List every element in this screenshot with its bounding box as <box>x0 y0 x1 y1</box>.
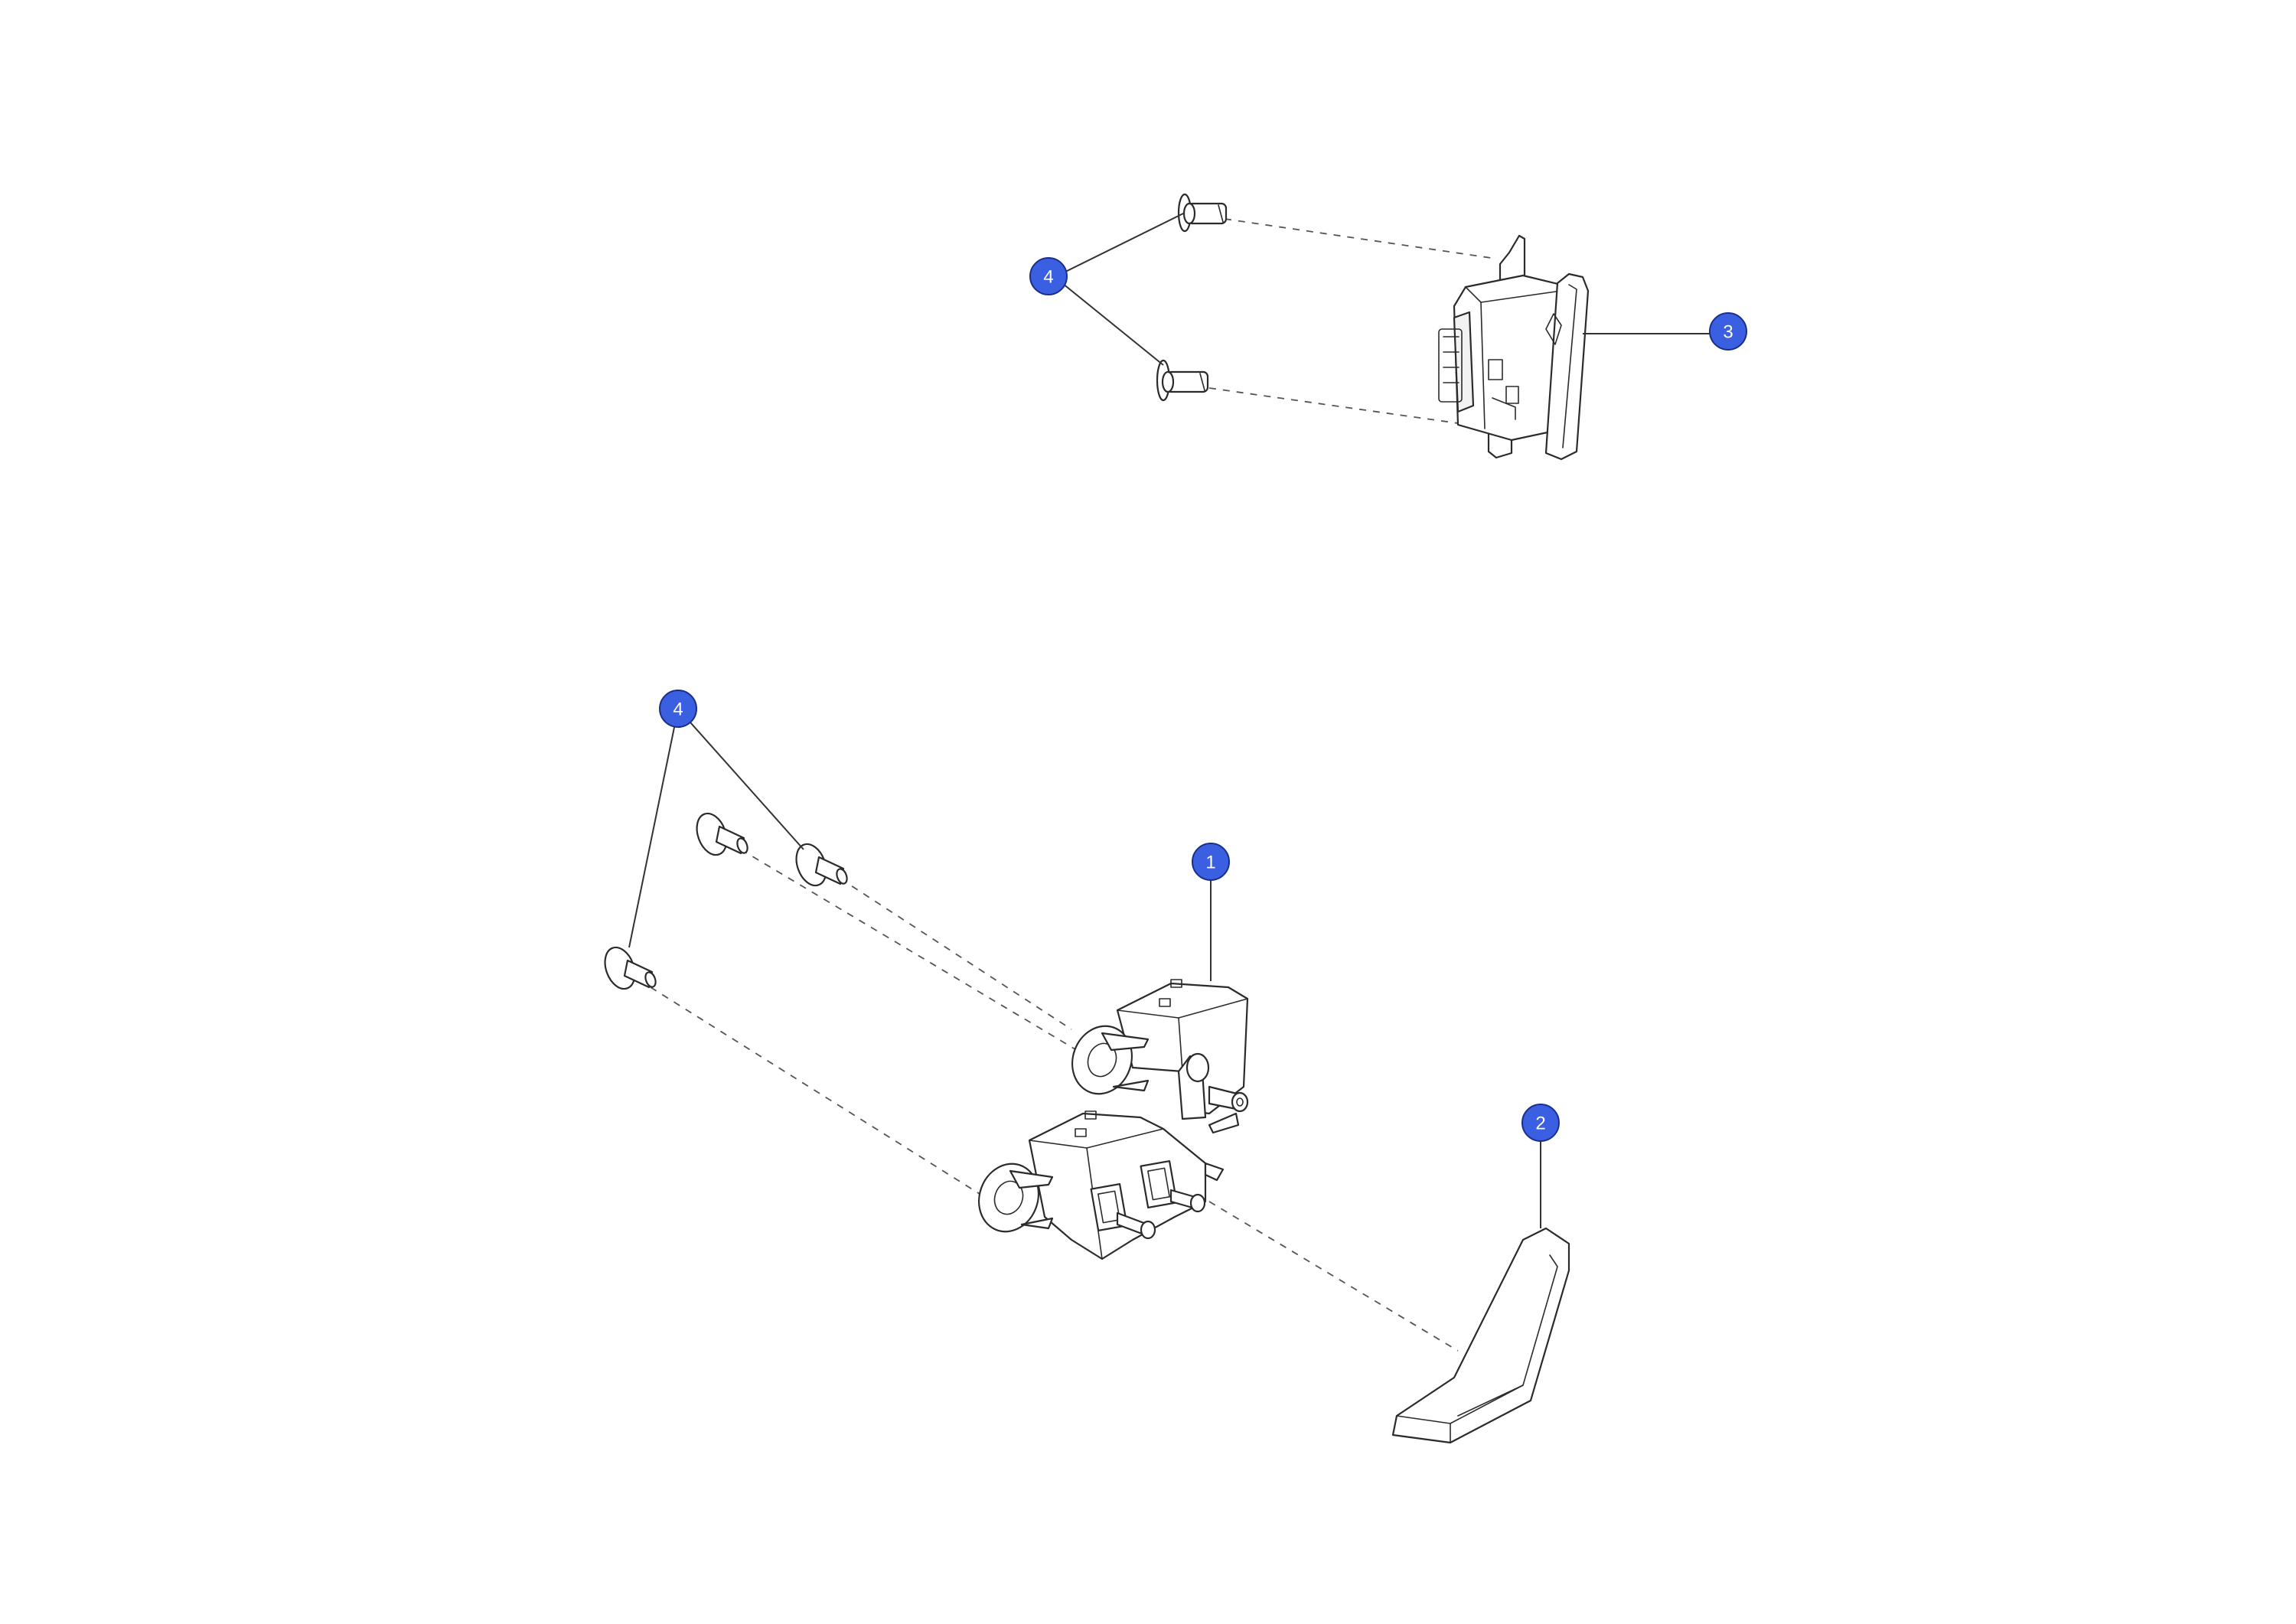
screw-bottom-3 <box>604 946 657 990</box>
callout-circle <box>659 690 697 728</box>
screw-top-upper <box>1177 193 1228 233</box>
screw-top-lower <box>1156 359 1209 402</box>
callout-number: 4 <box>1043 267 1053 288</box>
callout-4-top: 4 <box>1029 257 1068 295</box>
callout-4-bottom: 4 <box>659 690 697 728</box>
callout-circle <box>1029 257 1068 295</box>
callout-number: 3 <box>1723 322 1733 343</box>
screw-bottom-1 <box>696 812 748 856</box>
top-assembly-guides <box>1208 218 1497 428</box>
trim-cover-part-2 <box>1391 1227 1570 1444</box>
bottom-leaders <box>628 708 1541 1228</box>
callout-2: 2 <box>1521 1104 1560 1142</box>
callout-number: 4 <box>673 699 683 720</box>
bottom-assembly-guides <box>650 849 1459 1352</box>
callout-3: 3 <box>1709 312 1747 351</box>
callout-number: 1 <box>1205 853 1215 873</box>
top-leaders <box>1054 212 1717 366</box>
callout-circle <box>1192 843 1230 881</box>
callout-number: 2 <box>1535 1114 1545 1134</box>
switch-bracket-part-3 <box>1438 234 1590 461</box>
screw-bottom-2 <box>795 843 848 887</box>
callout-circle <box>1709 312 1747 351</box>
switch-housing-part-1 <box>978 979 1249 1260</box>
callout-circle <box>1521 1104 1560 1142</box>
callout-1: 1 <box>1192 843 1230 881</box>
